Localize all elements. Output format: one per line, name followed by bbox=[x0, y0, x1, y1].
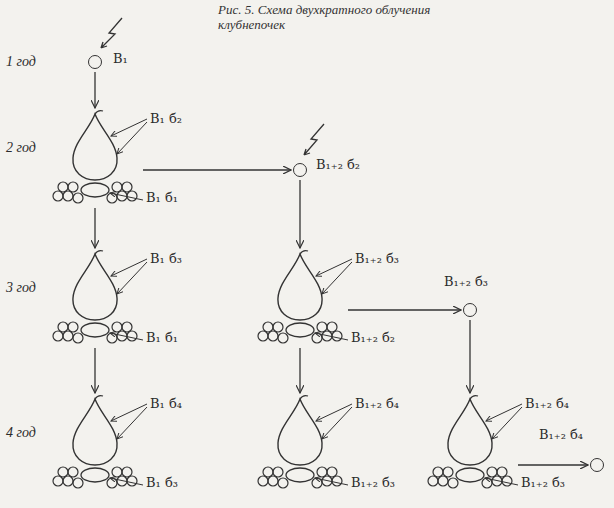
arrow-connector bbox=[348, 309, 461, 310]
shoot-bud-label: В₁ б₂ bbox=[150, 111, 182, 127]
tuber-label: В₁₊₂ б₃ bbox=[351, 475, 395, 491]
plant-node: В₁ б₄В₁ б₃ bbox=[50, 395, 140, 490]
plant-drawing bbox=[53, 111, 147, 203]
tuber-label: В₁ б₁ bbox=[146, 190, 178, 206]
arrow-connector bbox=[469, 320, 470, 393]
tuber-bud-circle: В₁ bbox=[88, 55, 102, 69]
arrow-connector bbox=[299, 180, 300, 248]
plant-node: В₁ б₃В₁ б₁ bbox=[50, 250, 140, 345]
shoot-bud-label: В₁₊₂ б₃ bbox=[355, 251, 399, 267]
tuber-label: В₁₊₂ б₃ bbox=[521, 475, 565, 491]
year-label: 3 год bbox=[6, 280, 36, 296]
plant-node: В₁₊₂ б₃В₁₊₂ б₂ bbox=[255, 250, 345, 345]
tuber-bud-circle: В₁₊₂ б₃ bbox=[463, 303, 477, 317]
plant-node: В₁₊₂ б₄В₁₊₂ б₃ bbox=[425, 395, 515, 490]
shoot-bud-label: В₁₊₂ б₄ bbox=[525, 396, 569, 412]
plant-drawing bbox=[258, 251, 352, 343]
plant-drawing bbox=[53, 251, 147, 343]
arrow-connector bbox=[518, 464, 588, 465]
plant-node: В₁₊₂ б₄В₁₊₂ б₃ bbox=[255, 395, 345, 490]
arrow-connector bbox=[94, 208, 95, 248]
tuber-bud-circle: В₁₊₂ б₄ bbox=[590, 458, 604, 472]
year-label: 1 год bbox=[6, 54, 36, 70]
year-label: 2 год bbox=[6, 140, 36, 156]
plant-drawing bbox=[428, 396, 522, 488]
arrow-connector bbox=[94, 348, 95, 393]
shoot-bud-label: В₁ б₃ bbox=[150, 251, 182, 267]
arrow-connector bbox=[94, 72, 95, 108]
lightning-symbol bbox=[304, 124, 324, 155]
bud-label: В₁₊₂ б₂ bbox=[316, 157, 360, 173]
tuber-bud-circle: В₁₊₂ б₂ bbox=[293, 163, 307, 177]
plant-drawing bbox=[258, 396, 352, 488]
bud-label: В₁ bbox=[113, 51, 128, 67]
figure-caption: Рис. 5. Схема двухкратного облучения клу… bbox=[218, 2, 480, 32]
plant-drawing bbox=[53, 396, 147, 488]
tuber-label: В₁ б₁ bbox=[146, 330, 178, 346]
bud-label: В₁₊₂ б₃ bbox=[444, 274, 488, 290]
arrow-connector bbox=[299, 348, 300, 393]
tuber-label: В₁ б₃ bbox=[146, 475, 178, 491]
shoot-bud-label: В₁₊₂ б₄ bbox=[355, 396, 399, 412]
plant-node: В₁ б₂В₁ б₁ bbox=[50, 110, 140, 205]
year-label: 4 год bbox=[6, 425, 36, 441]
arrow-connector bbox=[143, 169, 291, 170]
bud-label: В₁₊₂ б₄ bbox=[539, 427, 583, 443]
lightning-symbol bbox=[101, 18, 122, 48]
shoot-bud-label: В₁ б₄ bbox=[150, 396, 182, 412]
tuber-label: В₁₊₂ б₂ bbox=[351, 330, 395, 346]
